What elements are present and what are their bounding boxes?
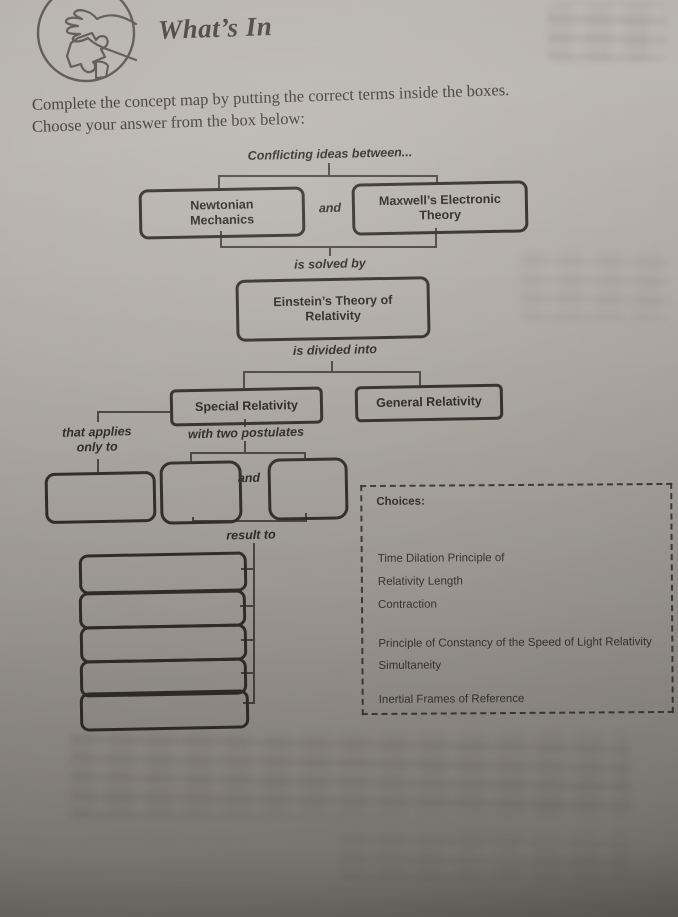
answer-box-result-5 <box>79 689 250 732</box>
choices-title: Choices: <box>376 495 425 508</box>
connector-line <box>97 411 170 413</box>
connector-line <box>243 371 421 373</box>
label-conflicting-ideas: Conflicting ideas between... <box>247 145 413 163</box>
hand-puzzle-icon <box>34 0 138 91</box>
connector-line <box>305 513 307 522</box>
connector-line <box>192 520 307 522</box>
bleed-through-smudge <box>520 250 670 320</box>
connector-line <box>218 175 220 189</box>
bleed-through-smudge <box>340 828 630 880</box>
answer-box-postulate-2 <box>267 457 349 521</box>
label-result-to: result to <box>226 527 276 543</box>
bleed-through-smudge <box>70 733 630 818</box>
concept-box-general-relativity: General Relativity <box>354 383 504 423</box>
connector-line <box>241 639 253 641</box>
connector-line <box>435 228 437 248</box>
label-is-divided-into: is divided into <box>292 342 378 358</box>
connector-line <box>97 459 99 472</box>
connector-line <box>220 231 222 248</box>
connector-line <box>190 454 192 462</box>
concept-box-label: Maxwell’s Electronic Theory <box>378 191 501 223</box>
connector-line <box>329 248 331 256</box>
connector-line <box>240 605 253 607</box>
concept-box-newtonian-mechanics: Newtonian Mechanics <box>138 186 306 240</box>
label-is-solved-by: is solved by <box>294 256 366 272</box>
connector-line <box>218 175 438 177</box>
connector-line <box>304 454 306 460</box>
connector-line <box>241 672 253 674</box>
connector-line <box>243 373 245 388</box>
connector-line <box>244 419 246 427</box>
concept-box-special-relativity: Special Relativity <box>169 386 324 427</box>
connector-line <box>220 246 437 248</box>
connector-line <box>190 452 306 454</box>
connector-line <box>328 163 330 176</box>
bleed-through-smudge <box>548 2 666 60</box>
connector-line <box>192 517 194 522</box>
choices-panel: Choices: Time Dilation Principle of Rela… <box>360 482 674 716</box>
concept-box-einsteins-theory: Einstein’s Theory of Relativity <box>235 276 431 342</box>
connector-line <box>331 361 333 372</box>
choice-item: Simultaneity <box>378 659 442 672</box>
label-and-top: and <box>318 200 342 216</box>
concept-box-label: Newtonian Mechanics <box>190 197 255 228</box>
choice-item: Time Dilation Principle of <box>377 552 505 565</box>
concept-box-label: Einstein’s Theory of Relativity <box>273 292 393 324</box>
choice-item: Contraction <box>377 598 437 611</box>
concept-box-maxwells-electronic-theory: Maxwell’s Electronic Theory <box>351 180 529 236</box>
answer-box-applies-to <box>44 470 157 525</box>
label-that-applies-only-to: that applies only to <box>61 424 132 455</box>
connector-line <box>419 373 421 386</box>
concept-box-label: General Relativity <box>376 394 482 411</box>
connector-line <box>243 702 253 704</box>
connector-line <box>244 441 246 454</box>
choice-item: Principle of Constancy of the Speed of L… <box>378 636 652 650</box>
connector-line <box>436 175 438 184</box>
connector-line <box>97 411 99 422</box>
label-with-two-postulates: with two postulates <box>187 424 305 442</box>
answer-box-result-1 <box>78 551 248 595</box>
connector-line <box>253 543 255 704</box>
concept-box-label: Special Relativity <box>194 397 299 414</box>
choice-item: Relativity Length <box>377 575 463 588</box>
choice-item: Inertial Frames of Reference <box>378 692 525 706</box>
page-title: What’s In <box>157 11 273 45</box>
connector-line <box>241 568 253 570</box>
answer-box-postulate-1 <box>159 460 243 525</box>
